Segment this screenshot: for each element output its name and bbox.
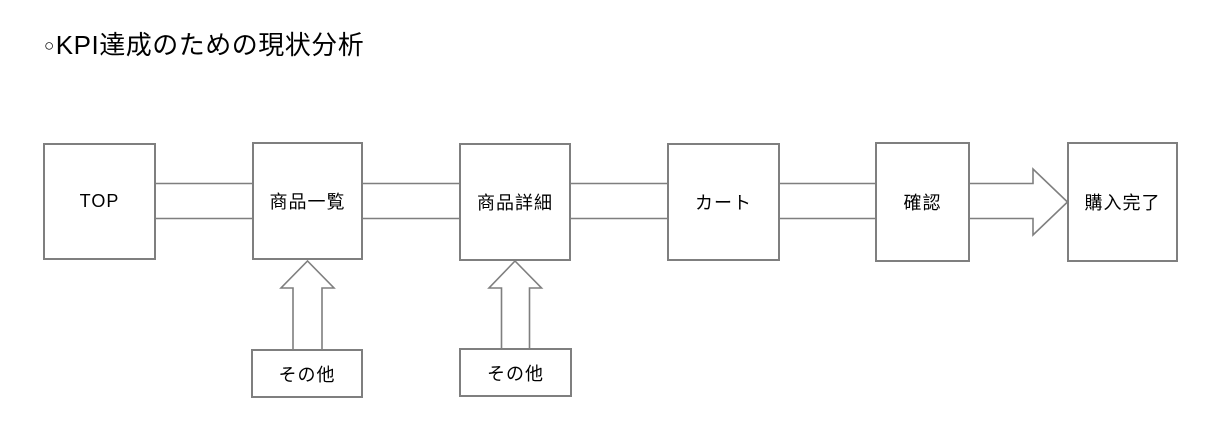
side-input-other-2: その他 [459,348,572,397]
title-bullet-icon: ○ [44,36,55,55]
connector-band-cart-to-confirm [779,182,876,220]
connector-band-top-to-product-list [155,182,253,220]
side-input-other-1: その他 [251,349,363,398]
flow-step-top: TOP [43,143,156,260]
flow-step-product-detail: 商品詳細 [459,143,571,261]
flow-step-purchase-complete: 購入完了 [1067,142,1178,262]
flow-step-product-list: 商品一覧 [252,142,363,260]
page-title-text: KPI達成のための現状分析 [55,30,365,60]
block-arrow-right-icon [969,167,1069,237]
flow-step-cart: カート [667,143,780,261]
flow-step-confirm: 確認 [875,142,970,262]
block-arrow-up-icon-1 [279,259,336,350]
block-arrow-up-icon-2 [487,259,544,350]
connector-band-product-list-to-product-detail [362,182,460,220]
page-title: ○KPI達成のための現状分析 [44,30,364,61]
connector-band-product-detail-to-cart [570,182,668,220]
